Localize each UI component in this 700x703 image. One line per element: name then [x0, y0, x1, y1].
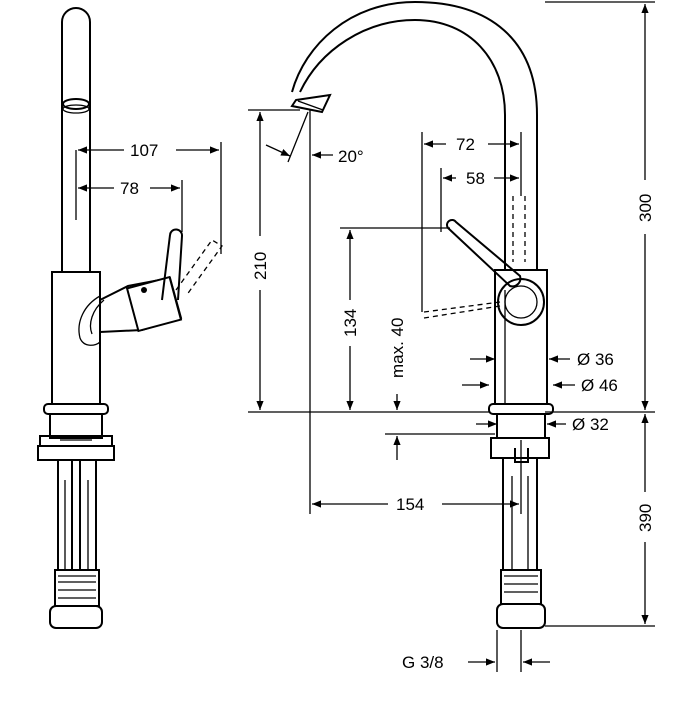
dim-78: 78 — [120, 179, 139, 198]
dim-107: 107 — [130, 141, 158, 160]
dim-20-degrees: 20° — [338, 147, 364, 166]
dim-max-40: max. 40 — [388, 318, 407, 378]
dim-diameter-32: Ø 32 — [572, 415, 609, 434]
dim-134: 134 — [341, 309, 360, 337]
front-view-faucet — [290, 0, 554, 629]
dim-diameter-46: Ø 46 — [581, 376, 618, 395]
dimension-lines — [248, 1, 655, 672]
dim-390: 390 — [636, 504, 655, 532]
dim-diameter-36: Ø 36 — [577, 350, 614, 369]
dim-72: 72 — [456, 135, 475, 154]
dim-300: 300 — [636, 194, 655, 222]
dim-58: 58 — [466, 169, 485, 188]
dim-210: 210 — [251, 252, 270, 280]
dim-154: 154 — [396, 495, 424, 514]
dim-g-3-8: G 3/8 — [402, 653, 444, 672]
side-view-faucet — [37, 7, 223, 629]
